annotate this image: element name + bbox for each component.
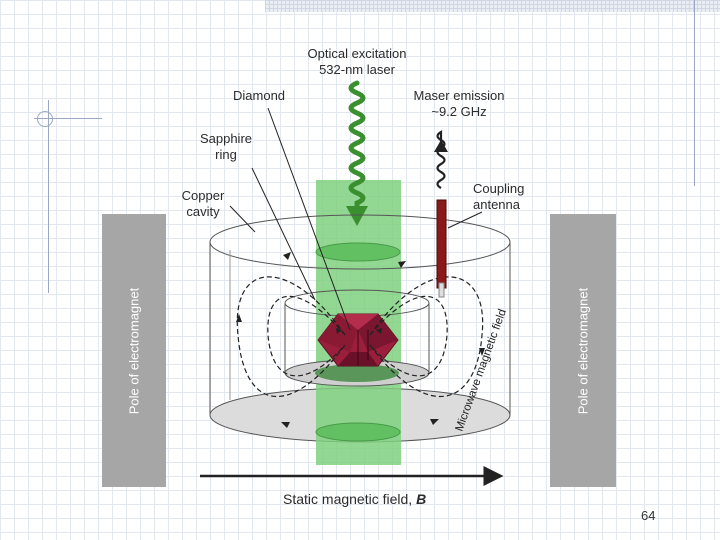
pole-left: Pole of electromagnet: [102, 214, 166, 487]
antenna-text: antenna: [473, 197, 520, 212]
maser-emission-text: Maser emission: [413, 88, 505, 103]
microwave-field-lines: [236, 276, 484, 398]
top-decorative-band: [265, 0, 720, 12]
cavity-text: cavity: [186, 204, 220, 219]
laser-arrowhead: [346, 206, 368, 226]
optical-excitation-label: Optical excitation 532-nm laser: [298, 46, 416, 78]
coupling-antenna: [436, 199, 447, 289]
slide-deco-line-right: [694, 0, 695, 186]
slide-deco-circle: [37, 111, 53, 127]
slide-deco-line-top: [34, 118, 102, 119]
sapphire-ring-hole: [315, 364, 399, 382]
static-field-label: Static magnetic field, B: [283, 491, 426, 507]
leader-lines: [229, 107, 483, 331]
sapphire-ring-label: Sapphire ring: [196, 131, 256, 163]
laser-wave: [348, 80, 366, 213]
page-number: 64: [641, 508, 656, 523]
frequency-text: ~9.2 GHz: [431, 104, 487, 119]
antenna-tip: [438, 282, 445, 298]
coupling-text: Coupling: [473, 181, 525, 196]
beam-bottom: [315, 422, 401, 442]
slide-deco-line-left: [48, 100, 49, 293]
maser-emission-label: Maser emission ~9.2 GHz: [406, 88, 512, 120]
diamond-label: Diamond: [233, 88, 286, 103]
copper-cavity-label: Copper cavity: [175, 188, 231, 220]
field-symbol-b: B: [416, 491, 427, 507]
maser-emission-wave: [436, 130, 446, 189]
pole-right: Pole of electromagnet: [550, 214, 616, 487]
field-arrows: [236, 252, 485, 428]
ring-text: ring: [215, 147, 237, 162]
laser-wavelength-text: 532-nm laser: [319, 62, 395, 77]
cavity-top-rim: [209, 214, 511, 270]
coupling-antenna-label: Coupling antenna: [473, 181, 524, 213]
beam-top: [315, 242, 401, 262]
copper-text: Copper: [181, 188, 225, 203]
maser-arrowhead: [434, 140, 448, 152]
optical-excitation-text: Optical excitation: [307, 46, 407, 61]
static-field-text: Static magnetic field,: [283, 491, 417, 507]
sapphire-text: Sapphire: [199, 131, 253, 146]
